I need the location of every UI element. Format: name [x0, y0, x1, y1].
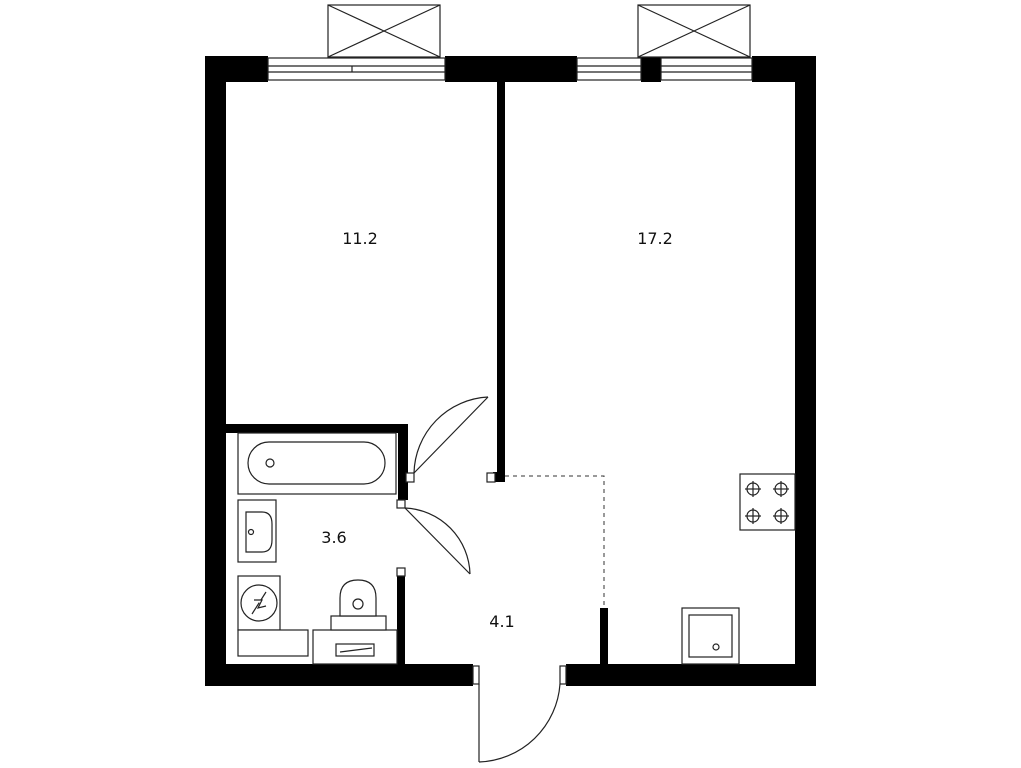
- kitchen-stub-wall: [600, 608, 608, 666]
- wall-top-pier: [641, 56, 661, 82]
- cabinet-icon: [237, 629, 398, 665]
- bathtub-icon: [237, 432, 397, 495]
- partition-rooms-end: [493, 472, 505, 482]
- bathroom-wall-right-lower: [397, 576, 405, 666]
- stove-icon: [739, 473, 796, 531]
- window-left: [267, 57, 446, 81]
- bathroom-wall-right-upper: [398, 424, 408, 500]
- kitchen-sink-icon: [681, 607, 740, 665]
- door-entrance: [472, 665, 567, 763]
- partition-rooms: [497, 82, 505, 480]
- wall-top-middle-segment: [445, 56, 577, 82]
- balcony-units: [327, 4, 751, 58]
- room-bathroom-area: 3.6: [321, 528, 346, 547]
- wall-left: [205, 56, 226, 686]
- washing-machine-icon: [237, 575, 281, 631]
- wall-bottom-left: [205, 664, 473, 686]
- outer-walls: [205, 56, 816, 686]
- toilet-icon: [330, 579, 387, 631]
- windows: [267, 57, 753, 81]
- door-bathroom: [396, 499, 471, 577]
- doors: [396, 396, 567, 763]
- bathroom-fixtures: [237, 432, 398, 665]
- room-labels: 11.2 17.2 3.6 4.1: [321, 229, 673, 631]
- room-hallway-area: 4.1: [489, 612, 514, 631]
- sink-icon: [237, 499, 277, 563]
- window-right-small: [576, 57, 642, 81]
- door-left-room: [405, 396, 496, 483]
- wall-bottom-right: [566, 664, 816, 686]
- kitchen-fixtures: [681, 473, 796, 665]
- interior-walls: [226, 82, 608, 666]
- kitchen-zone-boundary: [505, 475, 605, 608]
- wall-top-left-segment: [205, 56, 268, 82]
- window-right-large: [660, 57, 753, 81]
- room-right-area: 17.2: [637, 229, 673, 248]
- wall-right: [795, 56, 816, 686]
- room-left-area: 11.2: [342, 229, 378, 248]
- bathroom-wall-top: [226, 424, 408, 433]
